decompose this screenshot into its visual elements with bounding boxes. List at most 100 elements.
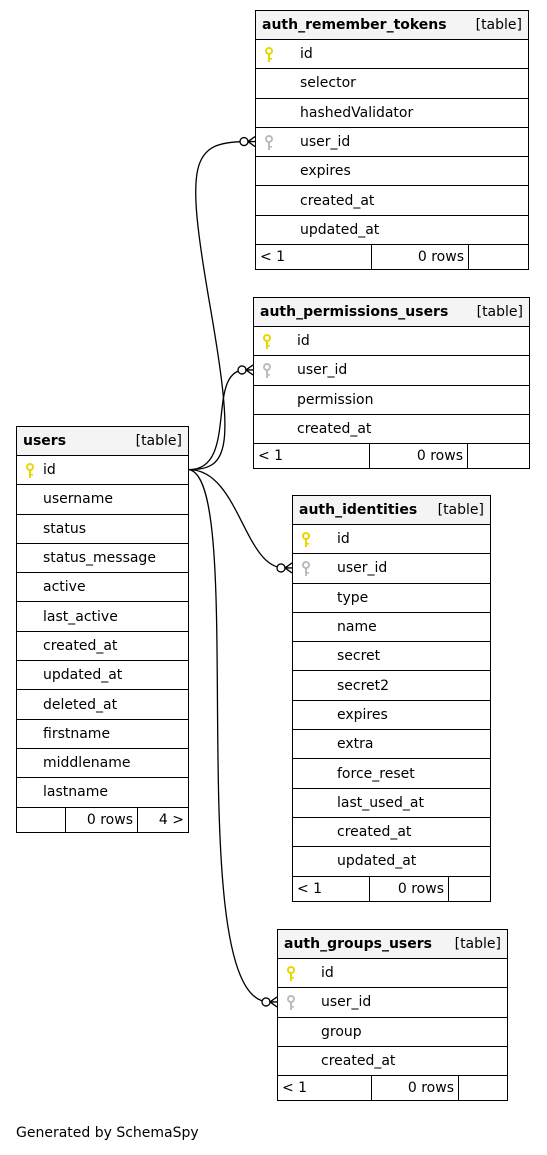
footer-row-count: 0 rows <box>370 876 449 901</box>
table-header[interactable]: auth_identities [table] <box>293 496 490 525</box>
table-name: auth_identities <box>299 502 418 518</box>
column-row[interactable]: created_at <box>256 186 528 216</box>
footer-row-count: 0 rows <box>372 245 469 270</box>
footer-parents[interactable]: < 1 <box>254 444 370 469</box>
column-row[interactable]: deleted_at <box>17 690 188 720</box>
optional-marker <box>239 136 249 147</box>
column-name: user_id <box>297 362 348 379</box>
footer-parents[interactable]: < 1 <box>278 1076 372 1101</box>
column-name: force_reset <box>337 765 415 782</box>
table-name: users <box>23 433 67 449</box>
column-row[interactable]: user_id <box>254 356 529 386</box>
table-header[interactable]: auth_remember_tokens[table] <box>256 11 528 40</box>
column-name: status <box>43 520 87 537</box>
column-name: user_id <box>300 134 351 151</box>
footer-children[interactable] <box>459 1076 507 1100</box>
table-type: [table] <box>475 17 522 33</box>
column-row[interactable]: user_id <box>293 554 490 584</box>
column-row[interactable]: permission <box>254 386 529 415</box>
column-row[interactable]: username <box>17 485 188 515</box>
column-row[interactable]: created_at <box>293 818 490 848</box>
column-name: id <box>43 462 56 479</box>
table-type: [table] <box>135 433 182 449</box>
column-name: selector <box>300 75 356 92</box>
column-row[interactable]: middlename <box>17 749 188 779</box>
column-row[interactable]: firstname <box>17 720 188 749</box>
column-row[interactable]: secret <box>293 642 490 672</box>
column-name: id <box>297 333 310 350</box>
column-name: deleted_at <box>43 696 118 713</box>
table-auth-remember-tokens[interactable]: auth_remember_tokens[table]id selector has… <box>255 10 529 271</box>
column-name: created_at <box>43 637 118 654</box>
column-row[interactable]: id <box>278 959 507 989</box>
column-row[interactable]: updated_at <box>293 847 490 877</box>
column-name: user_id <box>337 560 388 577</box>
table-header[interactable]: users [table] <box>17 427 188 456</box>
column-row[interactable]: user_id <box>256 128 528 158</box>
column-row[interactable]: type <box>293 584 490 613</box>
table-type: [table] <box>437 502 484 518</box>
column-name: last_used_at <box>337 794 424 811</box>
footer-parents[interactable]: < 1 <box>256 245 372 270</box>
column-row[interactable]: expires <box>256 157 528 187</box>
column-row[interactable]: force_reset <box>293 759 490 789</box>
column-name: last_active <box>43 608 118 625</box>
column-row[interactable]: created_at <box>17 632 188 662</box>
footer-parents[interactable] <box>17 807 66 832</box>
column-row[interactable]: hashedValidator <box>256 99 528 128</box>
column-row[interactable]: updated_at <box>256 216 528 246</box>
column-name: lastname <box>43 784 108 801</box>
column-row[interactable]: group <box>278 1018 507 1047</box>
column-row[interactable]: expires <box>293 701 490 731</box>
column-name: type <box>337 589 369 606</box>
relationship-line <box>188 469 285 569</box>
column-row[interactable]: id <box>293 525 490 555</box>
footer-parents[interactable]: < 1 <box>293 876 370 901</box>
table-users[interactable]: users [table] id username status status_messa… <box>16 426 189 833</box>
footer-children[interactable] <box>468 444 529 468</box>
column-row[interactable]: updated_at <box>17 661 188 691</box>
column-row[interactable]: id <box>17 456 188 486</box>
footer-row-count: 0 rows <box>370 444 468 469</box>
table-header[interactable]: auth_groups_users[table] <box>278 930 507 959</box>
generator-credit: Generated by SchemaSpy <box>16 1125 199 1141</box>
footer-children[interactable] <box>469 245 528 269</box>
column-name: id <box>337 531 350 548</box>
column-row[interactable]: secret2 <box>293 671 490 701</box>
column-row[interactable]: user_id <box>278 988 507 1018</box>
table-footer: 0 rows 4 > <box>17 807 188 832</box>
column-name: user_id <box>321 994 372 1011</box>
footer-children[interactable]: 4 > <box>158 811 184 828</box>
column-row[interactable]: extra <box>293 730 490 760</box>
column-name: group <box>321 1023 362 1040</box>
column-row[interactable]: created_at <box>254 415 529 445</box>
column-row[interactable]: active <box>17 573 188 603</box>
column-row[interactable]: last_used_at <box>293 789 490 818</box>
column-row[interactable]: name <box>293 613 490 643</box>
column-name: username <box>43 491 113 508</box>
column-row[interactable]: lastname <box>17 778 188 808</box>
column-row[interactable]: last_active <box>17 602 188 632</box>
column-name: updated_at <box>300 221 380 238</box>
relationship-line <box>188 469 270 1003</box>
column-row[interactable]: status <box>17 515 188 544</box>
column-row[interactable]: id <box>254 327 529 357</box>
column-row[interactable]: id <box>256 40 528 70</box>
column-row[interactable]: status_message <box>17 544 188 574</box>
column-name: created_at <box>297 421 372 438</box>
column-row[interactable]: selector <box>256 69 528 99</box>
column-name: created_at <box>321 1053 396 1070</box>
column-name: created_at <box>337 824 412 841</box>
column-row[interactable]: created_at <box>278 1047 507 1077</box>
footer-row-count: 0 rows <box>66 807 138 832</box>
many-marker <box>245 364 254 376</box>
table-header[interactable]: auth_permissions_users[table] <box>254 298 529 327</box>
footer-children[interactable] <box>449 877 490 901</box>
optional-marker <box>261 997 271 1007</box>
